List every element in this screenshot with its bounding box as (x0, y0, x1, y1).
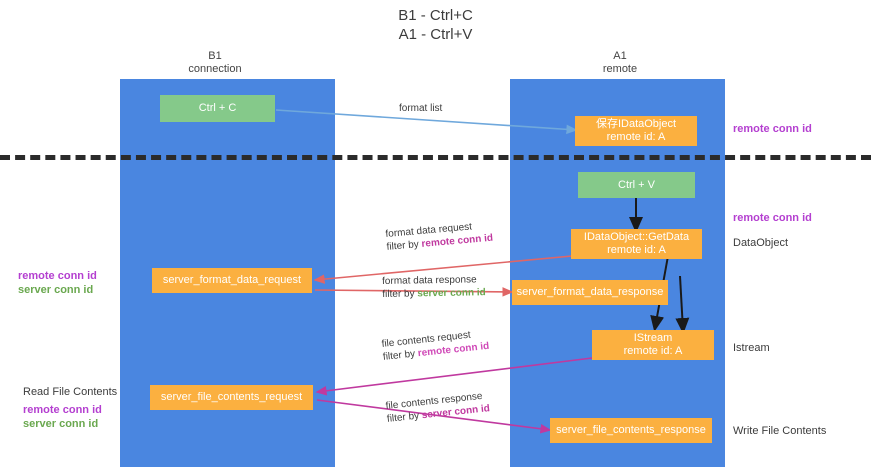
edge-label-file-contents-request: file contents request filter by remote c… (381, 327, 490, 364)
box-server-file-contents-response-label: server_file_contents_response (556, 424, 706, 436)
lane-header-a1-sub: remote (602, 63, 638, 75)
box-idataobject-store[interactable]: 保存IDataObject remote id: A (575, 116, 697, 146)
lane-header-b1-name: B1 (208, 50, 222, 62)
side-label-remote-conn-id-mid: remote conn id (733, 212, 812, 224)
diagram-title-line2: A1 - Ctrl+V (398, 26, 473, 43)
lane-header-a1-name: A1 (613, 50, 627, 62)
side-label-istream: Istream (733, 342, 770, 354)
box-ctrl-v[interactable]: Ctrl + V (578, 172, 695, 198)
box-idataobject-getdata[interactable]: IDataObject::GetData remote id: A (571, 229, 702, 259)
edge-label-file-contents-response: file contents response filter by server … (385, 389, 491, 426)
box-server-file-contents-response[interactable]: server_file_contents_response (550, 418, 712, 443)
box-idataobject-store-line2: remote id: A (606, 131, 666, 143)
box-ctrl-c[interactable]: Ctrl + C (160, 95, 275, 122)
box-ctrl-c-label: Ctrl + C (198, 102, 237, 114)
edge-label-format-data-response-filter: filter by server conn id (382, 286, 486, 301)
box-istream-line1: IStream (633, 332, 673, 344)
lane-header-a1: A1 remote (555, 50, 685, 76)
box-server-file-contents-request[interactable]: server_file_contents_request (150, 385, 313, 410)
edge-label-format-data-request: format data request filter by remote con… (385, 219, 494, 254)
side-label-server-conn-id-left-mid: server conn id (18, 284, 94, 296)
section-divider (0, 155, 871, 160)
side-label-remote-conn-id-top: remote conn id (733, 123, 812, 135)
filter-prefix-3: filter by (382, 348, 419, 363)
side-label-dataobject: DataObject (733, 237, 789, 249)
box-server-file-contents-request-label: server_file_contents_request (160, 391, 303, 403)
side-label-remote-conn-id-left-mid: remote conn id (18, 270, 97, 282)
filter-prefix-4: filter by (386, 410, 423, 425)
box-idataobject-getdata-line2: remote id: A (607, 244, 666, 256)
edge-label-format-list: format list (399, 103, 443, 114)
box-server-format-data-response[interactable]: server_format_data_response (512, 280, 668, 305)
diagram-title-line1: B1 - Ctrl+C (398, 7, 473, 24)
filter-key-server-conn-id-1: server conn id (417, 287, 486, 300)
filter-prefix-2: filter by (382, 288, 418, 300)
box-istream-line2: remote id: A (623, 345, 683, 357)
lane-header-b1: B1 connection (150, 50, 280, 76)
box-ctrl-v-label: Ctrl + V (618, 178, 655, 191)
filter-prefix-1: filter by (386, 238, 423, 253)
box-server-format-data-request-label: server_format_data_request (162, 274, 302, 286)
box-server-format-data-response-label: server_format_data_response (516, 286, 664, 298)
edge-label-format-data-response: format data response filter by server co… (382, 273, 486, 301)
side-label-write-file-contents: Write File Contents (733, 425, 827, 437)
side-label-remote-conn-id-left-bottom: remote conn id (23, 404, 102, 416)
box-istream[interactable]: IStream remote id: A (592, 330, 714, 360)
diagram-title: B1 - Ctrl+C A1 - Ctrl+V (0, 6, 871, 44)
box-idataobject-getdata-line1: IDataObject::GetData (583, 231, 690, 243)
lane-header-b1-sub: connection (188, 63, 242, 75)
box-idataobject-store-line1: 保存IDataObject (595, 118, 677, 130)
side-label-server-conn-id-left-bottom: server conn id (23, 418, 99, 430)
side-label-read-file-contents: Read File Contents (23, 386, 118, 398)
box-server-format-data-request[interactable]: server_format_data_request (152, 268, 312, 293)
